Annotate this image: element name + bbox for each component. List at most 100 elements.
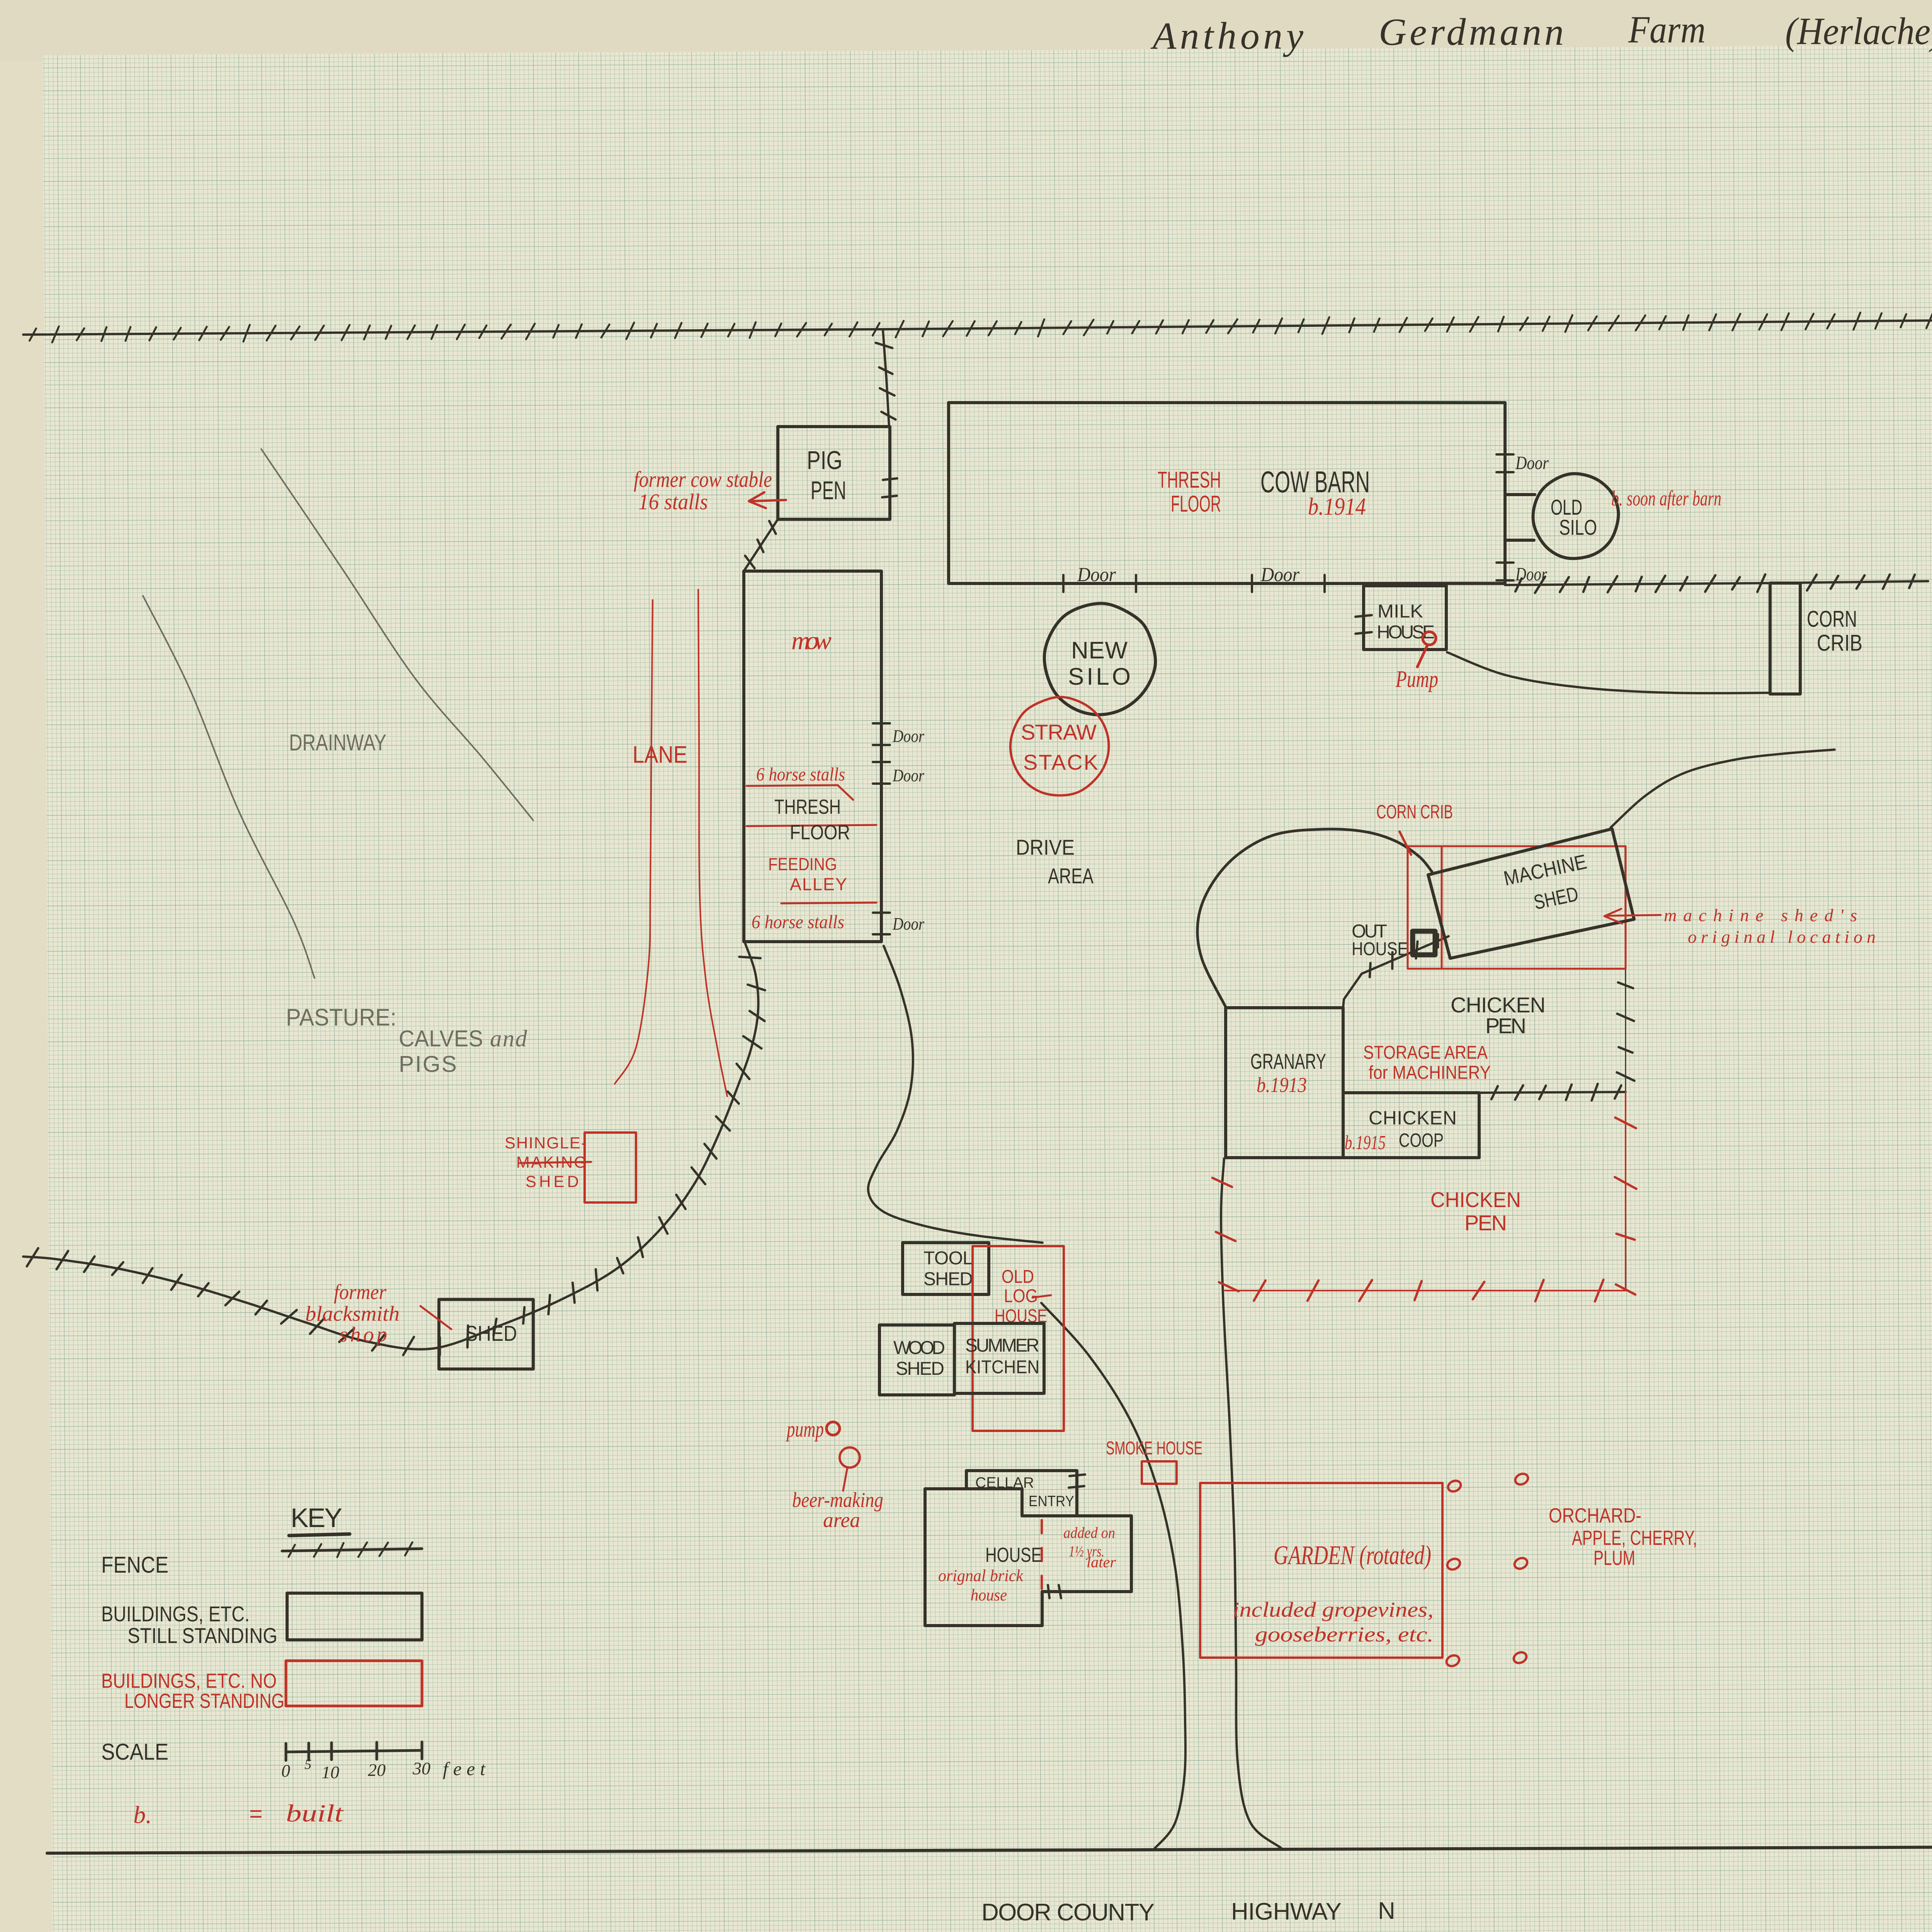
svg-text:and: and	[490, 1026, 527, 1052]
svg-text:BUILDINGS, ETC. NO: BUILDINGS, ETC. NO	[101, 1670, 277, 1692]
svg-text:SHINGLE-: SHINGLE-	[505, 1134, 587, 1152]
svg-text:WOOD: WOOD	[893, 1338, 945, 1358]
svg-text:SCALE: SCALE	[101, 1739, 168, 1765]
svg-text:=: =	[249, 1801, 262, 1827]
svg-text:b. soon after barn: b. soon after barn	[1611, 486, 1721, 510]
svg-text:Pump: Pump	[1395, 667, 1438, 692]
svg-text:FLOOR: FLOOR	[790, 821, 850, 844]
svg-text:SMOKE HOUSE: SMOKE HOUSE	[1106, 1438, 1202, 1459]
svg-text:5: 5	[304, 1757, 311, 1772]
svg-text:original location: original location	[1688, 927, 1876, 947]
svg-text:CALVES: CALVES	[399, 1026, 483, 1051]
svg-text:20: 20	[368, 1760, 386, 1780]
svg-text:DRAINWAY: DRAINWAY	[289, 730, 386, 755]
svg-text:6 horse stalls: 6 horse stalls	[752, 911, 844, 932]
svg-text:PIG: PIG	[807, 446, 842, 475]
svg-text:OLD: OLD	[1551, 495, 1582, 519]
svg-text:LANE: LANE	[633, 742, 687, 768]
svg-text:GARDEN (rotated): GARDEN (rotated)	[1274, 1541, 1431, 1570]
svg-text:SHED: SHED	[923, 1269, 973, 1289]
svg-text:PIGS: PIGS	[399, 1051, 457, 1077]
svg-text:NEW: NEW	[1071, 637, 1128, 664]
svg-text:SILO: SILO	[1559, 515, 1597, 539]
svg-text:STILL STANDING: STILL STANDING	[128, 1623, 277, 1648]
svg-text:SUMMER: SUMMER	[965, 1335, 1039, 1356]
svg-text:b.1915: b.1915	[1345, 1132, 1386, 1154]
svg-text:GRANARY: GRANARY	[1250, 1049, 1326, 1073]
svg-text:10: 10	[321, 1762, 339, 1782]
svg-text:STACK: STACK	[1023, 750, 1098, 774]
svg-text:16 stalls: 16 stalls	[638, 489, 708, 514]
svg-text:Gerdmann: Gerdmann	[1379, 10, 1564, 53]
svg-text:Farm: Farm	[1628, 8, 1706, 51]
svg-text:OUT: OUT	[1352, 921, 1387, 942]
svg-text:STORAGE AREA: STORAGE AREA	[1363, 1043, 1488, 1063]
svg-text:THRESH: THRESH	[1158, 467, 1221, 493]
svg-text:PASTURE:: PASTURE:	[286, 1004, 396, 1031]
svg-text:DOOR COUNTY: DOOR COUNTY	[981, 1899, 1155, 1926]
svg-text:N: N	[1378, 1898, 1395, 1924]
svg-text:(Herlache): (Herlache)	[1785, 10, 1932, 53]
svg-text:CHICKEN: CHICKEN	[1369, 1107, 1457, 1129]
svg-text:SILO: SILO	[1068, 663, 1131, 690]
svg-text:COOP: COOP	[1399, 1129, 1444, 1151]
svg-text:included gropevines,: included gropevines,	[1233, 1598, 1434, 1621]
svg-text:Door: Door	[1260, 564, 1300, 586]
svg-text:6 horse stalls: 6 horse stalls	[756, 764, 845, 785]
svg-text:b.: b.	[133, 1801, 152, 1828]
svg-text:KEY: KEY	[291, 1503, 342, 1533]
svg-text:mow: mow	[791, 626, 832, 655]
svg-text:AREA: AREA	[1048, 864, 1094, 888]
svg-text:CHICKEN: CHICKEN	[1451, 993, 1546, 1017]
svg-text:1½ yrs.: 1½ yrs.	[1069, 1543, 1104, 1560]
svg-text:CRIB: CRIB	[1817, 630, 1862, 656]
svg-text:PEN: PEN	[1464, 1211, 1507, 1235]
svg-text:b.1914: b.1914	[1308, 493, 1366, 520]
svg-text:FLOOR: FLOOR	[1171, 491, 1221, 517]
svg-text:CORN CRIB: CORN CRIB	[1376, 801, 1453, 823]
svg-text:SHED: SHED	[465, 1321, 517, 1345]
svg-text:later: later	[1087, 1553, 1116, 1571]
svg-text:ORCHARD-: ORCHARD-	[1549, 1504, 1641, 1527]
svg-text:b.1913: b.1913	[1257, 1073, 1307, 1097]
svg-text:Door: Door	[1077, 564, 1116, 586]
svg-text:MILK: MILK	[1378, 601, 1423, 622]
svg-text:beer-making: beer-making	[792, 1488, 883, 1512]
svg-text:FENCE: FENCE	[101, 1552, 168, 1578]
svg-text:HIGHWAY: HIGHWAY	[1231, 1898, 1342, 1925]
svg-text:gooseberries, etc.: gooseberries, etc.	[1255, 1622, 1434, 1646]
svg-text:ALLEY: ALLEY	[790, 874, 847, 894]
svg-text:COW BARN: COW BARN	[1260, 465, 1370, 499]
svg-text:STRAW: STRAW	[1021, 720, 1097, 744]
svg-text:former: former	[334, 1280, 387, 1304]
svg-text:CELLAR: CELLAR	[975, 1475, 1034, 1491]
svg-text:PEN: PEN	[811, 476, 846, 505]
svg-text:former cow stable: former cow stable	[634, 467, 772, 492]
svg-text:FEEDING: FEEDING	[768, 854, 837, 874]
svg-text:TOOL: TOOL	[923, 1248, 973, 1269]
svg-text:LONGER STANDING: LONGER STANDING	[124, 1690, 284, 1713]
svg-text:Anthony: Anthony	[1150, 14, 1304, 57]
svg-text:for MACHINERY: for MACHINERY	[1369, 1063, 1491, 1083]
svg-text:Door: Door	[892, 726, 925, 746]
svg-text:DRIVE: DRIVE	[1016, 835, 1075, 859]
svg-text:CHICKEN: CHICKEN	[1430, 1187, 1521, 1212]
svg-text:BUILDINGS, ETC.: BUILDINGS, ETC.	[101, 1602, 250, 1626]
svg-text:ENTRY: ENTRY	[1029, 1493, 1074, 1510]
svg-text:area: area	[823, 1508, 860, 1532]
svg-text:Door: Door	[892, 765, 925, 785]
svg-text:added on: added on	[1063, 1524, 1115, 1541]
svg-text:house: house	[971, 1586, 1007, 1604]
svg-text:Door: Door	[892, 914, 925, 934]
svg-text:KITCHEN: KITCHEN	[965, 1357, 1039, 1378]
svg-text:30: 30	[412, 1759, 430, 1778]
svg-text:Door: Door	[1515, 452, 1549, 473]
svg-text:PLUM: PLUM	[1594, 1547, 1635, 1570]
svg-text:HOUSE: HOUSE	[1352, 939, 1408, 959]
svg-text:CORN: CORN	[1807, 606, 1857, 632]
svg-text:built: built	[286, 1799, 344, 1827]
svg-text:PEN: PEN	[1485, 1014, 1526, 1038]
svg-text:APPLE, CHERRY,: APPLE, CHERRY,	[1572, 1527, 1697, 1549]
svg-text:pump: pump	[786, 1417, 824, 1442]
svg-text:0: 0	[281, 1761, 290, 1781]
